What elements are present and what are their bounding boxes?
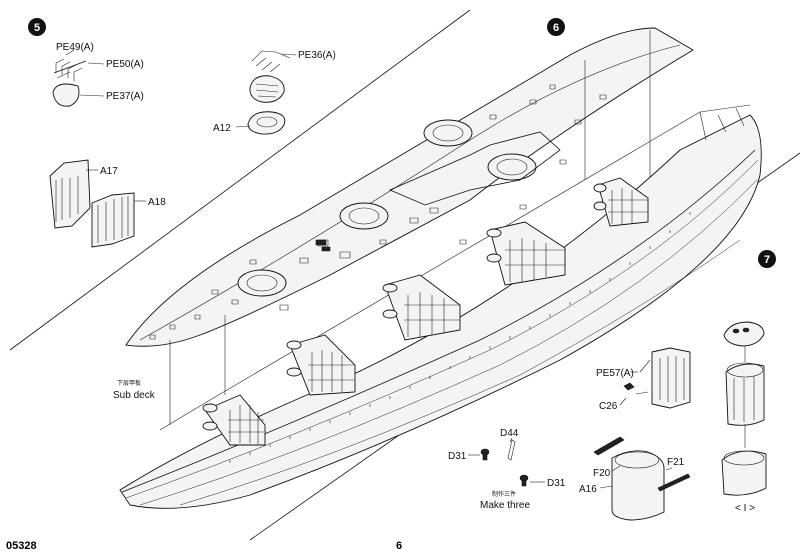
sub-deck-label: 下层甲板 Sub deck bbox=[113, 379, 156, 401]
boat-cradle-parts bbox=[49, 159, 135, 248]
sheet-code: 05328 bbox=[6, 540, 37, 552]
pe50-callout: PE50(A) bbox=[87, 59, 144, 70]
cradle-part-group bbox=[593, 436, 691, 521]
step-5-badge: 5 bbox=[28, 18, 46, 36]
davit-parts bbox=[480, 439, 529, 487]
step7-assembly-sequence bbox=[721, 321, 767, 496]
c26-callout: C26 bbox=[599, 397, 627, 412]
f21-callout: F21 bbox=[665, 457, 685, 471]
svg-text:A12: A12 bbox=[213, 123, 231, 134]
svg-text:PE49(A): PE49(A) bbox=[56, 42, 94, 53]
pe49-callout: PE49(A) bbox=[56, 42, 94, 56]
pe-railing-assembly bbox=[52, 58, 87, 107]
d31-left-callout: D31 bbox=[448, 451, 480, 462]
make-three-note: 制作三件 Make three bbox=[480, 490, 530, 511]
d44-callout: D44 bbox=[500, 428, 519, 443]
pe37-callout: PE37(A) bbox=[79, 91, 144, 102]
page-number: 6 bbox=[396, 540, 402, 552]
svg-text:A18: A18 bbox=[148, 197, 166, 208]
a12-callout: A12 bbox=[213, 123, 251, 134]
pe57-callout: PE57(A) bbox=[596, 368, 638, 379]
svg-text:PE37(A): PE37(A) bbox=[106, 91, 144, 102]
svg-text:A16: A16 bbox=[579, 484, 597, 495]
footer: 05328 6 bbox=[6, 540, 402, 552]
svg-text:F21: F21 bbox=[667, 457, 685, 468]
svg-text:制作三件: 制作三件 bbox=[492, 490, 516, 498]
svg-text:Sub deck: Sub deck bbox=[113, 390, 156, 401]
cradle-assembly bbox=[623, 347, 691, 409]
svg-text:5: 5 bbox=[34, 22, 40, 34]
a17-callout: A17 bbox=[86, 166, 118, 177]
svg-text:C26: C26 bbox=[599, 401, 618, 412]
marker-I: < I > bbox=[735, 503, 755, 514]
svg-text:A17: A17 bbox=[100, 166, 118, 177]
svg-text:7: 7 bbox=[764, 254, 770, 266]
svg-text:Make three: Make three bbox=[480, 500, 530, 511]
svg-text:D31: D31 bbox=[547, 478, 566, 489]
hull-boat-racks bbox=[202, 177, 649, 446]
step-7-badge: 7 bbox=[758, 250, 776, 268]
hull bbox=[119, 104, 762, 509]
svg-text:下层甲板: 下层甲板 bbox=[117, 379, 141, 387]
svg-text:PE50(A): PE50(A) bbox=[106, 59, 144, 70]
svg-text:PE57(A): PE57(A) bbox=[596, 368, 634, 379]
svg-text:< I >: < I > bbox=[735, 503, 755, 514]
a18-callout: A18 bbox=[134, 197, 166, 208]
svg-text:PE36(A): PE36(A) bbox=[298, 50, 336, 61]
svg-text:6: 6 bbox=[553, 22, 559, 34]
svg-text:D44: D44 bbox=[500, 428, 519, 439]
main-deck bbox=[125, 27, 694, 347]
d31-right-callout: D31 bbox=[530, 478, 566, 489]
boat-assembly bbox=[247, 50, 291, 135]
svg-text:D31: D31 bbox=[448, 451, 467, 462]
a16-callout: A16 bbox=[579, 484, 613, 495]
pe36-callout: PE36(A) bbox=[281, 50, 336, 61]
step-6-badge: 6 bbox=[547, 18, 565, 36]
svg-text:F20: F20 bbox=[593, 468, 611, 479]
f20-callout: F20 bbox=[593, 465, 621, 479]
